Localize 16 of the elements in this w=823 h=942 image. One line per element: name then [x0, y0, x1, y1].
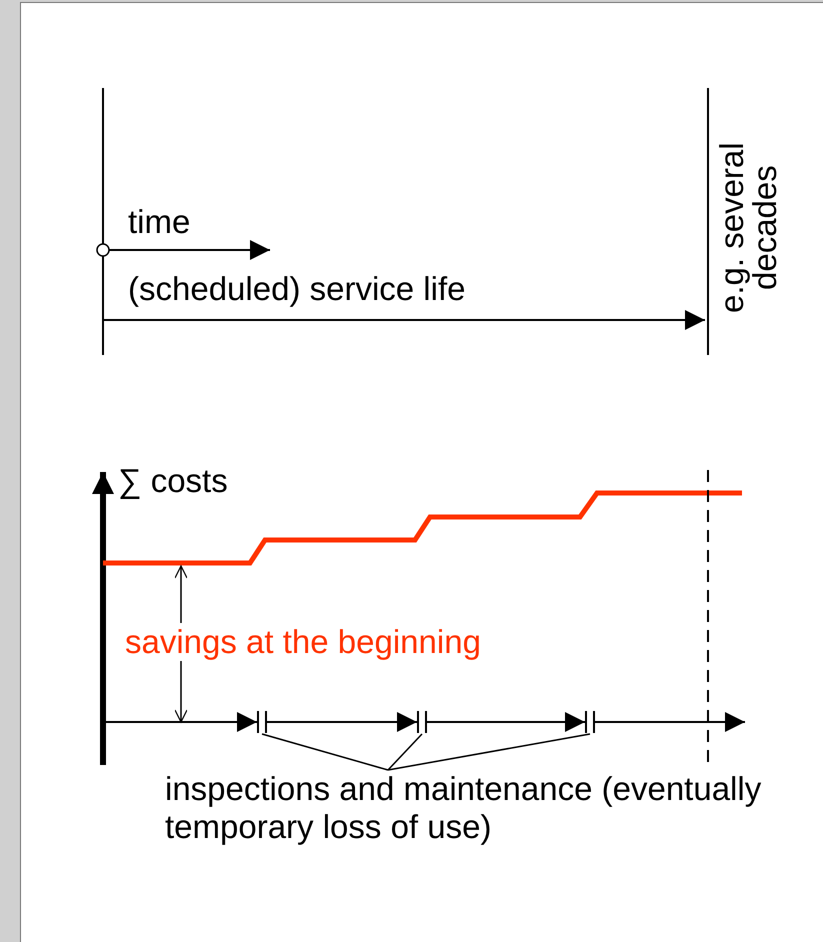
timeline-arrow — [427, 712, 585, 732]
break-mark — [585, 710, 595, 734]
leader-line — [387, 733, 423, 771]
axis-label: (scheduled) service life — [128, 270, 466, 308]
duration-label: e.g. several decades — [715, 142, 784, 316]
time-label: time — [128, 203, 190, 241]
axis-label: ∑ costs — [118, 462, 228, 500]
leader-line — [388, 733, 590, 771]
timeline-arrow — [267, 712, 417, 732]
break-mark — [257, 710, 267, 734]
annotation-text: inspections and maintenance (eventually temporary loss of use) — [165, 770, 820, 846]
timeline-arrow — [105, 712, 257, 732]
savings-label: savings at the beginning — [125, 623, 481, 661]
leader-line — [262, 733, 388, 771]
break-mark — [417, 710, 427, 734]
timeline-arrow — [595, 712, 745, 732]
